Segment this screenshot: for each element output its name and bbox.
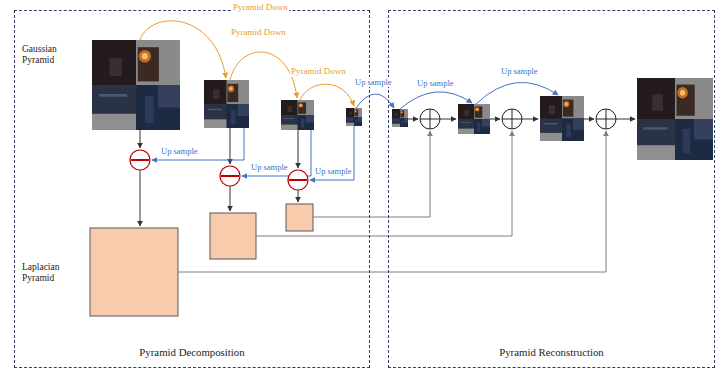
reconstruction-arrows (440, 119, 456, 120)
up-sample-arrows (152, 82, 558, 180)
region-panel: Pyramid Reconstruction (388, 10, 715, 368)
gaussian-level-0 (92, 40, 180, 130)
reconstruction-arrows (584, 119, 594, 120)
region-title: Pyramid Decomposition (15, 346, 369, 359)
operation-label: Pyramid Down (290, 66, 347, 77)
reconstruction-arrows (490, 119, 500, 120)
decomposition-black-arrows (298, 190, 299, 202)
operation-label: Up sample (250, 162, 289, 172)
region-panel: Pyramid Decomposition (14, 10, 370, 368)
add-symbols (606, 109, 607, 129)
subtract-symbols (130, 150, 308, 190)
axis-label: Gaussian Pyramid (22, 44, 76, 67)
region-title: Pyramid Reconstruction (389, 346, 714, 359)
operation-label: Up sample (354, 77, 393, 87)
add-symbols (596, 109, 616, 129)
add-symbols (596, 109, 616, 129)
laplacian-boxes (90, 228, 178, 316)
pyramid-down-arrows (300, 84, 354, 106)
subtract-symbols (221, 175, 239, 177)
reconstruction-arrows (616, 119, 635, 120)
laplacian-feed-lines (178, 131, 606, 272)
decomposition-black-arrows (140, 130, 141, 148)
operation-label: Pyramid Down (232, 2, 289, 13)
subtract-symbols (289, 179, 307, 181)
subtract-symbols (130, 150, 150, 170)
add-symbols (420, 109, 440, 129)
gaussian-level-2 (281, 100, 314, 130)
gaussian-images (92, 40, 362, 130)
up-sample-arrows (310, 126, 354, 180)
reconstruction-images (392, 78, 713, 160)
decomposition-black-arrows (140, 170, 141, 226)
up-sample-arrows (242, 130, 311, 176)
reconstruction-level-2 (458, 104, 490, 134)
laplacian-feed-lines (313, 131, 430, 217)
pyramid-down-arrows (140, 21, 354, 106)
gaussian-level-1 (204, 80, 249, 128)
reconstruction-arrows (408, 119, 418, 120)
add-symbols (502, 109, 522, 129)
subtract-symbols (130, 150, 150, 170)
subtract-symbols (220, 166, 240, 186)
gaussian-level-3 (346, 108, 362, 126)
add-symbols (502, 109, 522, 129)
decomposition-black-arrows (298, 130, 299, 168)
add-symbols (430, 109, 431, 129)
pyramid-down-arrows (230, 52, 297, 98)
add-symbols (420, 109, 440, 129)
laplacian-boxes (90, 204, 313, 316)
laplacian-feed-lines (256, 131, 512, 236)
laplacian-boxes (286, 204, 313, 231)
decomposition-black-arrows (140, 128, 298, 226)
operation-label: Up sample (500, 66, 539, 76)
laplacian-boxes (210, 213, 256, 259)
up-sample-arrows (152, 128, 244, 160)
operation-label: Up sample (314, 166, 353, 176)
subtract-symbols (220, 166, 240, 186)
axis-label: Laplacian Pyramid (22, 262, 76, 285)
subtract-symbols (288, 170, 308, 190)
add-symbols (420, 109, 616, 129)
reconstruction-output (637, 78, 713, 160)
laplacian-feed-lines (178, 131, 606, 272)
subtract-symbols (131, 159, 149, 161)
pyramid-down-arrows (140, 21, 226, 78)
operation-label: Up sample (160, 146, 199, 156)
add-symbols (512, 109, 513, 129)
operation-label: Pyramid Down (230, 27, 287, 38)
reconstruction-level-3 (392, 109, 408, 127)
subtract-symbols (288, 170, 308, 190)
decomposition-black-arrows (230, 128, 231, 164)
operation-label: Up sample (416, 78, 455, 88)
decomposition-black-arrows (230, 186, 231, 211)
reconstruction-arrows (522, 119, 538, 120)
reconstruction-arrows (408, 119, 635, 120)
reconstruction-level-1 (540, 96, 584, 141)
